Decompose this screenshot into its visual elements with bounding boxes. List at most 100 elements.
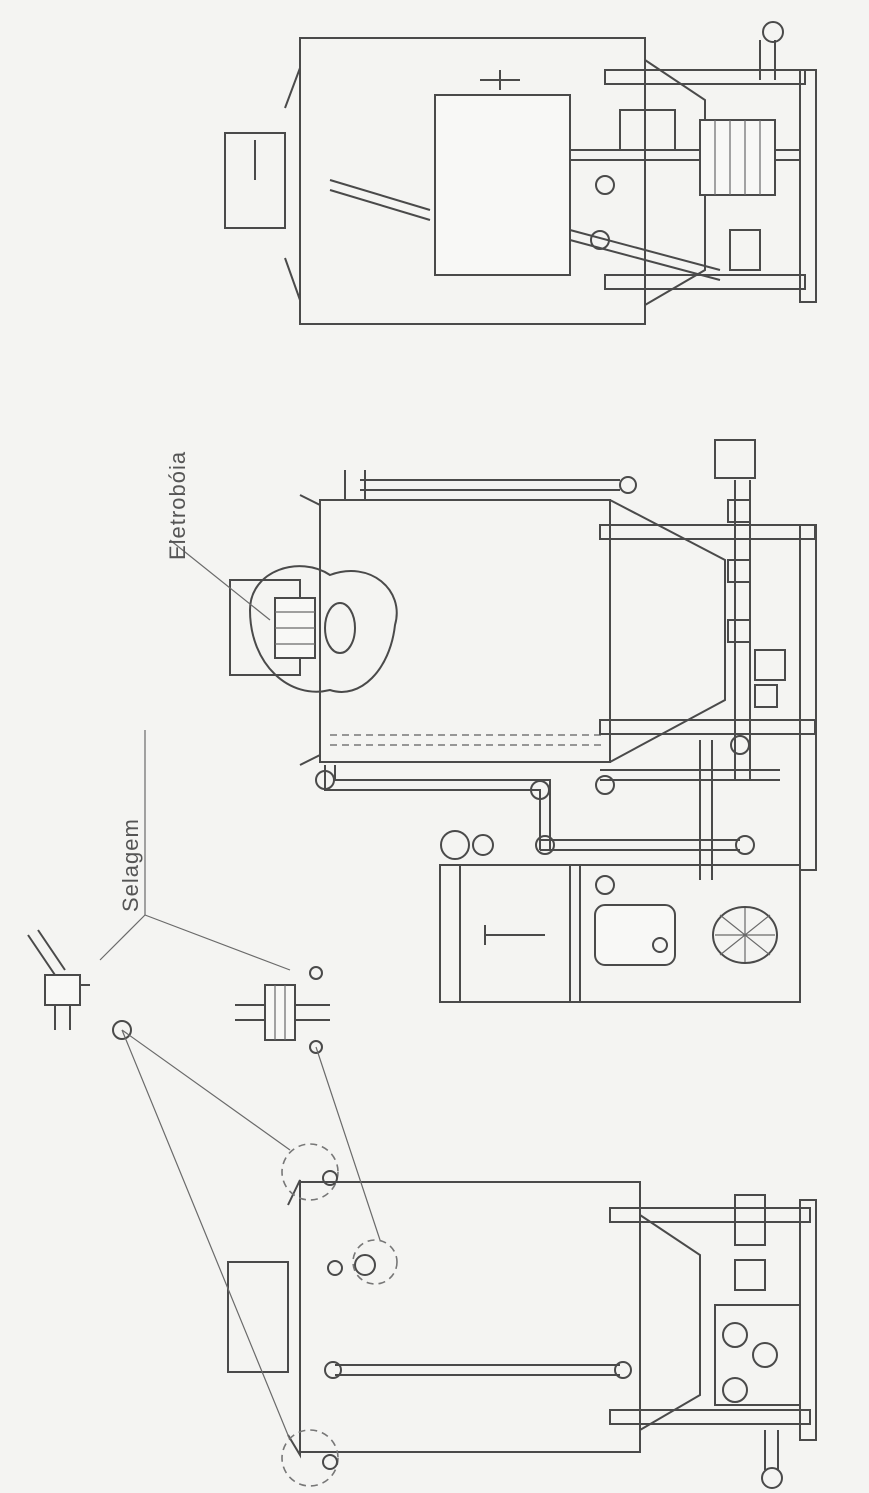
pressure-gauge-icon	[440, 830, 470, 860]
unit-middle-rail-post	[344, 470, 366, 500]
unit-middle-pipe	[324, 765, 551, 850]
unit-middle-pump-body	[594, 904, 676, 966]
unit-middle-elbow	[730, 735, 750, 755]
selagem-highlight-circle	[352, 1239, 398, 1285]
selagem-point	[112, 1020, 132, 1040]
unit-middle-pipe	[600, 769, 780, 781]
unit-middle-rail	[360, 479, 620, 491]
unit-top-leg	[604, 274, 806, 290]
unit-middle-valve	[714, 439, 756, 479]
leader-line	[144, 914, 291, 971]
unit-middle-cabinet-handle	[484, 925, 545, 945]
leader-line	[169, 539, 271, 621]
unit-middle-elbow	[595, 875, 615, 895]
unit-top-control-box	[434, 94, 571, 276]
unit-top-filter	[619, 109, 676, 151]
unit-bottom-pipe	[764, 1430, 779, 1470]
unit-top	[224, 21, 817, 325]
selagem-point	[322, 1454, 338, 1470]
unit-middle-elbow	[535, 835, 555, 855]
unit-top-base	[799, 69, 817, 303]
unit-middle-cone	[609, 499, 726, 763]
unit-top-motor-fins	[714, 120, 761, 195]
unit-bottom-pump-part	[752, 1342, 778, 1368]
unit-top-roof	[284, 67, 301, 301]
selagem-clamp-stem	[54, 1005, 71, 1030]
selagem-point	[309, 1040, 323, 1054]
unit-middle-pipe	[540, 839, 740, 851]
leader-line	[99, 914, 146, 961]
unit-middle-filter	[712, 906, 778, 964]
unit-middle-leg	[599, 719, 816, 735]
unit-top-valve	[595, 175, 615, 195]
unit-bottom-elbow	[761, 1467, 783, 1489]
unit-bottom-rail-elbow	[614, 1361, 632, 1379]
unit-middle-elbow	[472, 834, 494, 856]
unit-bottom-valve	[734, 1194, 766, 1246]
unit-middle-cabinet-divider	[569, 865, 581, 1002]
unit-middle-base	[799, 524, 817, 871]
unit-middle-tank	[319, 499, 611, 763]
unit-top-elbow	[762, 21, 784, 43]
unit-middle-valve	[727, 559, 751, 583]
unit-bottom-inlet	[227, 1261, 289, 1373]
unit-middle-filter-mesh	[715, 908, 775, 962]
unit-bottom-cone	[639, 1214, 701, 1431]
unit-middle-pump-gauge	[652, 937, 668, 953]
unit-bottom-valve	[734, 1259, 766, 1291]
unit-top-handle	[480, 70, 520, 90]
selagem-point	[322, 1170, 338, 1186]
unit-middle-valve	[727, 619, 751, 643]
unit-top-valve	[590, 230, 610, 250]
unit-top-pump	[729, 229, 761, 271]
selagem-flange	[264, 984, 296, 1041]
unit-middle-elbow	[735, 835, 755, 855]
selagem-detail	[27, 539, 381, 1441]
unit-top-tank	[299, 37, 646, 325]
selagem-flange-lines	[274, 985, 286, 1040]
unit-bottom-tank	[299, 1181, 641, 1453]
unit-bottom-leg	[609, 1207, 811, 1223]
unit-middle-valve	[727, 499, 751, 523]
unit-middle-valve	[754, 649, 786, 681]
unit-bottom	[227, 1143, 817, 1489]
unit-top-pipe	[329, 179, 431, 221]
unit-middle-leg	[599, 524, 816, 540]
unit-middle-elbow	[530, 780, 550, 800]
selagem-point	[309, 966, 323, 980]
unit-bottom-roof	[287, 1179, 301, 1459]
eletroboia-float	[324, 602, 356, 654]
unit-bottom-fitting	[354, 1254, 376, 1276]
unit-middle-elbow	[595, 775, 615, 795]
selagem-clamp-body	[44, 974, 81, 1006]
unit-bottom-pump-part	[722, 1377, 748, 1403]
unit-top-motor	[699, 119, 776, 196]
unit-bottom-pump-assembly	[714, 1304, 801, 1406]
unit-middle-valve	[754, 684, 778, 708]
unit-top-inlet	[224, 132, 286, 229]
leader-line	[121, 1029, 291, 1151]
unit-bottom-pump-part	[722, 1322, 748, 1348]
unit-middle-cabinet-edge	[439, 864, 461, 1003]
leader-line	[121, 1029, 291, 1441]
eletroboia-label: Eletrobóia	[165, 451, 190, 560]
unit-bottom-leg	[609, 1409, 811, 1425]
unit-middle-elbow	[315, 770, 335, 790]
unit-bottom-rail-elbow	[324, 1361, 342, 1379]
eletroboia-flange-lines	[275, 611, 315, 645]
unit-middle-pipe	[699, 740, 713, 880]
selagem-label: Selagem	[118, 818, 143, 912]
unit-top-leg	[604, 69, 806, 85]
unit-bottom-fitting	[327, 1260, 343, 1276]
selagem-highlight-circle	[281, 1143, 339, 1201]
leader-line	[315, 1046, 381, 1241]
unit-bottom-base	[799, 1199, 817, 1441]
unit-middle-level-line	[330, 734, 605, 746]
selagem-highlight-circle	[281, 1429, 339, 1487]
eletroboia-detail	[248, 565, 398, 693]
unit-middle	[229, 439, 817, 1003]
unit-bottom-rail	[335, 1364, 620, 1376]
unit-middle-rail-elbow	[619, 476, 637, 494]
